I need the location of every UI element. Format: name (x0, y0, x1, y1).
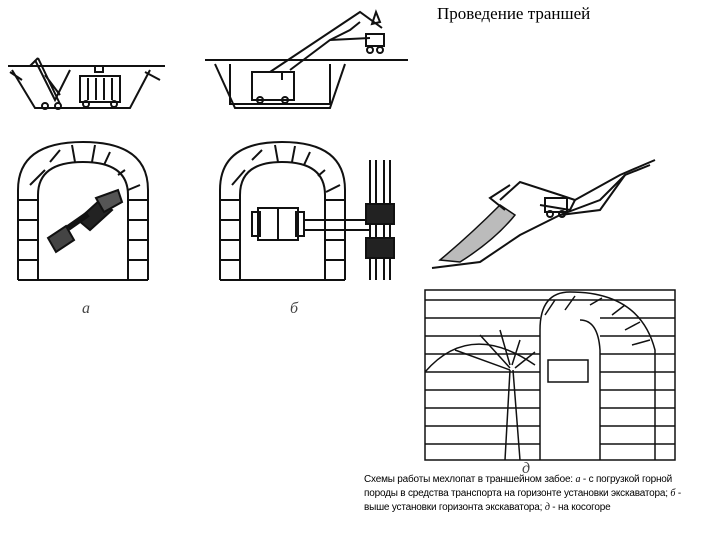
figure-label-a: а (82, 300, 90, 317)
scheme-b-plan (219, 140, 395, 281)
caption-letter-d: д (544, 502, 550, 513)
caption-text-a: - с погрузкой горной породы в средства т… (364, 474, 673, 499)
figure-label-b: б (290, 300, 299, 317)
scheme-d-plan (424, 289, 676, 461)
scheme-b-section (205, 9, 408, 109)
caption-letter-a: а (575, 474, 581, 485)
figure-label-d: д (522, 460, 531, 477)
caption-text-b: - выше установки горизонта экскаватора; (364, 488, 681, 513)
slide-title: Проведение траншей (437, 4, 591, 23)
caption-letter-b: б (670, 488, 676, 499)
caption-prefix: Схемы работы мехлопат в траншейном забое… (364, 474, 576, 485)
hillside-scheme (431, 159, 656, 269)
figure-caption: Схемы работы мехлопат в траншейном забое… (364, 473, 694, 515)
scheme-a-section (8, 57, 165, 110)
caption-text-d: - на косогоре (549, 502, 611, 513)
scheme-a-plan (17, 140, 149, 281)
